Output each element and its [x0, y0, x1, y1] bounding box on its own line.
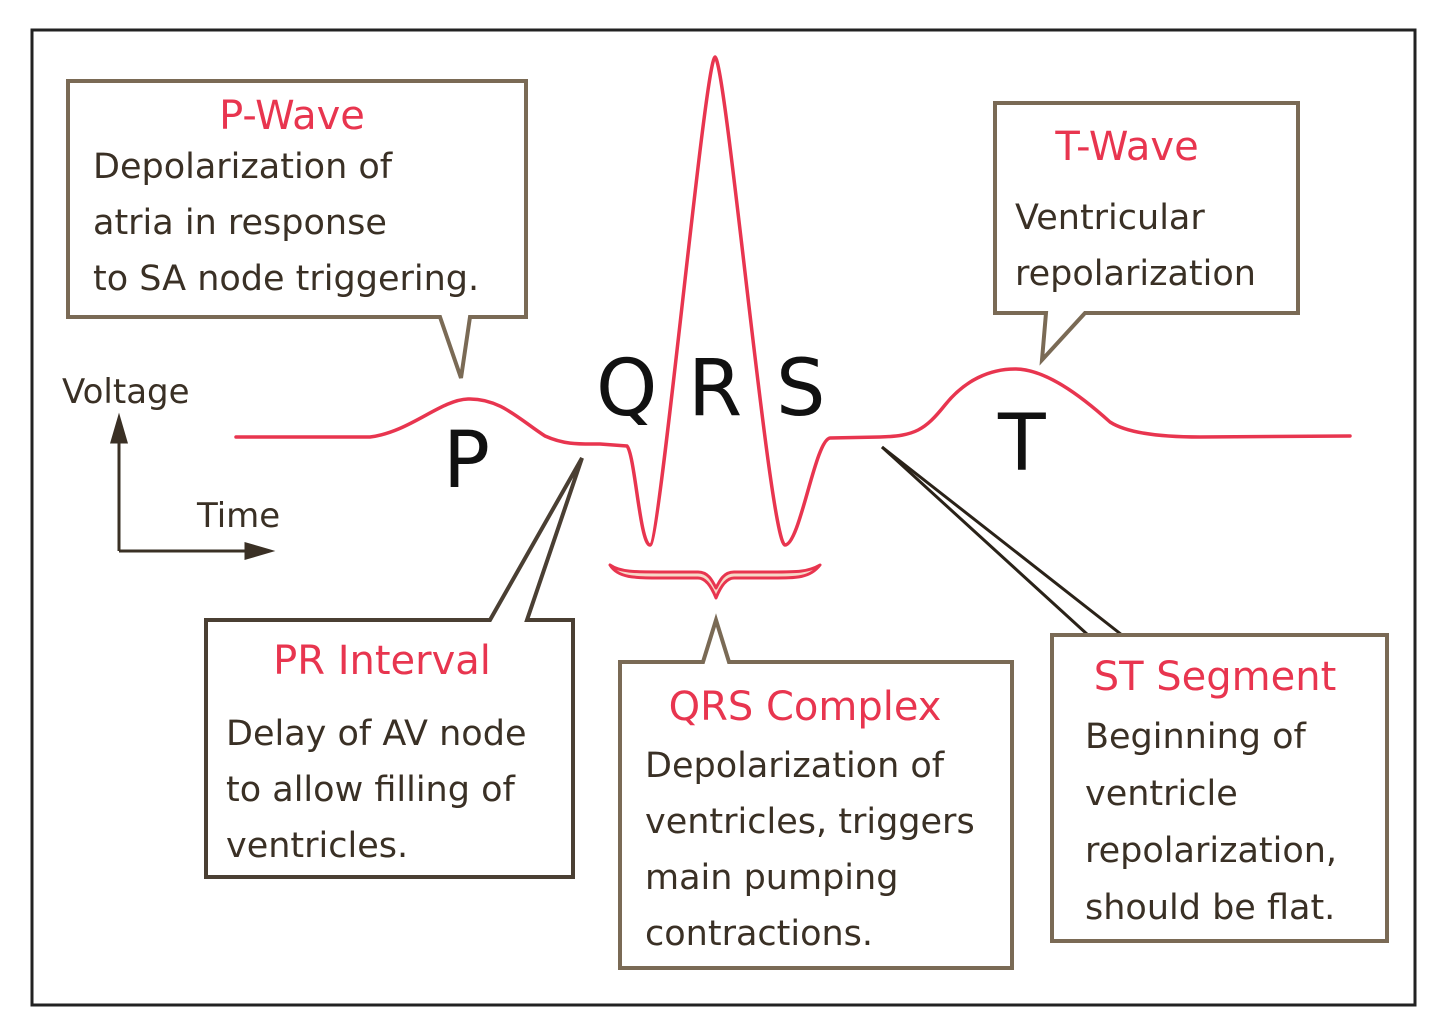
- p-wave-callout-box: [66, 79, 528, 379]
- st-pointer-line-2: [881, 445, 1123, 637]
- voltage-axis-label: Voltage: [62, 372, 190, 412]
- r-letter: R: [688, 344, 742, 434]
- st-pointer-line-1: [880, 445, 1090, 637]
- qrs-bracket: [608, 563, 822, 600]
- p-wave-title: P-Wave: [219, 93, 365, 139]
- t-letter: T: [997, 399, 1046, 489]
- p-wave-callout: P-Wave Depolarization of atria in respon…: [66, 79, 528, 379]
- st-segment-line: ventricle: [1085, 774, 1238, 814]
- t-wave-line: repolarization: [1015, 254, 1256, 294]
- axes: [110, 412, 276, 560]
- qrs-complex-line: ventricles, triggers: [645, 802, 975, 842]
- t-wave-title: T-Wave: [1054, 124, 1198, 170]
- pr-interval-line: to allow filling of: [226, 770, 515, 810]
- voltage-arrow-icon: [110, 412, 128, 444]
- qrs-complex-title: QRS Complex: [669, 684, 942, 730]
- qrs-complex-callout: QRS Complex Depolarization of ventricles…: [618, 613, 1014, 970]
- qrs-complex-line: contractions.: [645, 914, 873, 954]
- qrs-complex-line: main pumping: [645, 858, 898, 898]
- pr-interval-callout-box: [204, 457, 584, 879]
- st-segment-callout: ST Segment Beginning of ventricle repola…: [1050, 633, 1389, 943]
- qrs-complex-callout-box: [618, 613, 1014, 970]
- ecg-trace: [234, 55, 1352, 547]
- pr-interval-callout: PR Interval Delay of AV node to allow fi…: [204, 457, 584, 879]
- st-segment-line: repolarization,: [1085, 831, 1337, 871]
- st-segment-title: ST Segment: [1094, 654, 1337, 700]
- t-wave-callout: T-Wave Ventricular repolarization: [993, 101, 1300, 366]
- q-letter: Q: [596, 344, 657, 434]
- time-axis-label: Time: [196, 496, 280, 536]
- st-segment-line: Beginning of: [1085, 717, 1307, 757]
- pr-interval-line: Delay of AV node: [226, 714, 526, 754]
- pr-interval-title: PR Interval: [273, 638, 491, 684]
- s-letter: S: [776, 344, 826, 434]
- t-wave-callout-box: [993, 101, 1300, 366]
- p-wave-line: atria in response: [93, 203, 387, 243]
- p-wave-line: Depolarization of: [93, 147, 393, 187]
- t-wave-line: Ventricular: [1015, 198, 1205, 238]
- qrs-complex-line: Depolarization of: [645, 746, 945, 786]
- st-segment-line: should be flat.: [1085, 888, 1335, 928]
- p-wave-line: to SA node triggering.: [93, 259, 479, 299]
- pr-interval-line: ventricles.: [226, 826, 408, 866]
- st-segment-callout-box: [1050, 633, 1389, 943]
- time-arrow-icon: [244, 542, 276, 560]
- p-letter: P: [443, 416, 490, 506]
